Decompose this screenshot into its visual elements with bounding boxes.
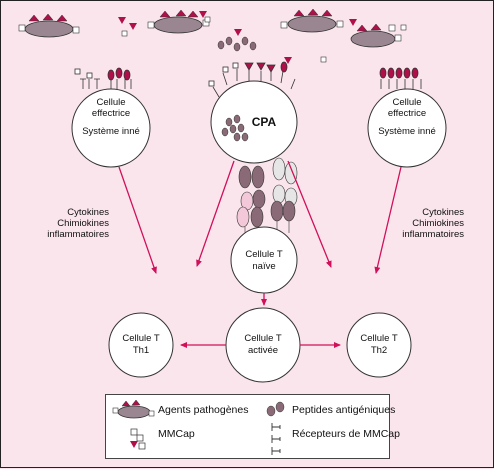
pathogen-icon <box>350 23 402 48</box>
cpa-cell: CPA <box>208 61 298 164</box>
effector-cell-left: Cellule effectrice Système inné <box>71 67 151 168</box>
th1-line2: Th1 <box>133 345 149 356</box>
activated-t-cell: Cellule T activée <box>225 307 301 383</box>
effector-left-line1: Cellule <box>96 97 125 108</box>
th1-line1: Cellule T <box>122 333 160 344</box>
receptor-cluster <box>379 67 422 89</box>
naive-t-cell: Cellule T naïve <box>230 226 298 294</box>
th1-cell: Cellule T Th1 <box>108 312 174 378</box>
pathogen-icon <box>147 9 210 34</box>
naive-line1: Cellule T <box>245 249 283 260</box>
side-label-right-3: inflammatoires <box>402 229 464 240</box>
side-label-right-2: Chimiokines <box>412 218 464 229</box>
effector-right-line1: Cellule <box>392 97 421 108</box>
activated-line2: activée <box>248 345 278 356</box>
legend-peptides: Peptides antigéniques <box>292 404 396 416</box>
side-label-left-2: Chimiokines <box>57 218 109 229</box>
mhc-tcr-complex <box>236 157 298 237</box>
free-mmcap-group <box>118 11 407 64</box>
cpa-label: CPA <box>252 115 277 129</box>
legend-pathogens: Agents pathogènes <box>158 404 249 416</box>
legend-mmcap: MMCap <box>158 428 195 440</box>
arrow-cpa-to-th2 <box>287 160 332 268</box>
mmcap-legend-icon <box>130 428 146 450</box>
effector-cell-right: Cellule effectrice Système inné <box>367 67 447 168</box>
arrow-effector-right-to-th2 <box>374 166 402 274</box>
th2-line1: Cellule T <box>360 333 398 344</box>
cpa-internal-peptides <box>221 114 249 142</box>
arrow-cpa-to-th1 <box>196 160 235 267</box>
th2-line2: Th2 <box>371 345 387 356</box>
th2-cell: Cellule T Th2 <box>346 312 412 378</box>
receptor-legend-icon <box>271 423 281 455</box>
legend: Agents pathogènes MMCap Peptides antigén… <box>105 394 400 459</box>
naive-line2: naïve <box>252 261 275 272</box>
effector-left-line2: effectrice <box>92 108 130 119</box>
effector-right-line2: effectrice <box>388 108 426 119</box>
pathogen-icon <box>280 8 344 33</box>
effector-right-line3: Système inné <box>378 126 436 137</box>
cpa-receptor-cluster <box>208 61 296 98</box>
effector-left-line3: Système inné <box>82 126 140 137</box>
receptor-cluster <box>74 67 132 89</box>
side-label-right-1: Cytokines <box>422 207 464 218</box>
legend-receptors: Récepteurs de MMCap <box>292 428 400 440</box>
pathogen-legend-icon <box>112 399 155 419</box>
activated-line1: Cellule T <box>244 333 282 344</box>
side-label-left-1: Cytokines <box>67 207 109 218</box>
side-label-left-3: inflammatoires <box>47 229 109 240</box>
pathogen-icon <box>18 13 80 38</box>
free-peptides-group <box>217 36 257 52</box>
arrow-effector-left-to-th1 <box>118 166 157 274</box>
peptide-legend-icon <box>266 401 285 417</box>
